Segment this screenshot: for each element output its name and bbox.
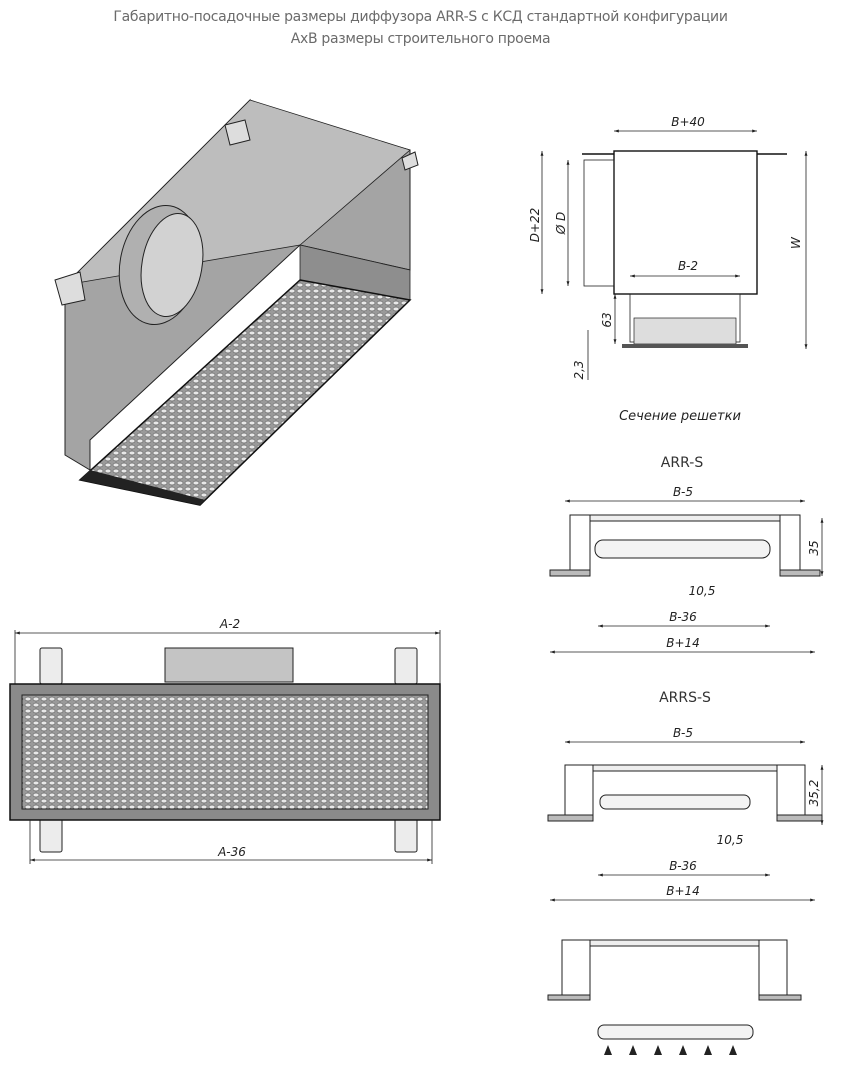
detail-frame-view	[547, 939, 802, 1001]
front-view: A-2 A-36	[9, 617, 441, 864]
dim-b-5: B-5	[673, 485, 693, 499]
dim-35: 35	[807, 540, 821, 555]
dim-b-5: B-5	[673, 726, 693, 740]
arrs-s-section: ARRS-S B-5 35,2 10,5 B-36 B+14	[547, 690, 824, 902]
dim-a-2: A-2	[219, 617, 240, 631]
section-caption: Сечение решетки	[619, 409, 741, 424]
dim-10-5: 10,5	[717, 833, 744, 847]
dim-b-14: B+14	[666, 884, 700, 898]
dim-b-36: B-36	[669, 610, 697, 624]
dim-w: W	[789, 236, 803, 249]
arr-s-label: ARR-S	[661, 455, 704, 471]
dim-2-3: 2,3	[572, 360, 586, 379]
title-line-1: Габаритно-посадочные размеры диффузора A…	[113, 9, 728, 25]
arrs-s-label: ARRS-S	[659, 690, 711, 706]
dim-63: 63	[600, 312, 614, 327]
dim-10-5: 10,5	[689, 584, 716, 598]
arr-s-section: ARR-S B-5 35 10,5 B-36 B+14	[549, 455, 824, 654]
title-line-2: AxB размеры строительного проема	[290, 31, 551, 47]
dim-diameter-d: Ø D	[554, 212, 568, 236]
dim-35-2: 35,2	[807, 780, 821, 807]
dim-d-22: D+22	[528, 208, 542, 243]
detail-damper-view	[597, 1024, 754, 1055]
section-view: B+40 D+22 Ø D W B-2 63 2,3 Сечение решет…	[528, 115, 808, 424]
isometric-view	[54, 98, 419, 506]
dim-a-36: A-36	[217, 845, 246, 859]
dim-b-40: B+40	[671, 115, 705, 129]
dim-b-14: B+14	[666, 636, 700, 650]
dim-b-36: B-36	[669, 859, 697, 873]
dim-b-2: B-2	[678, 259, 698, 273]
